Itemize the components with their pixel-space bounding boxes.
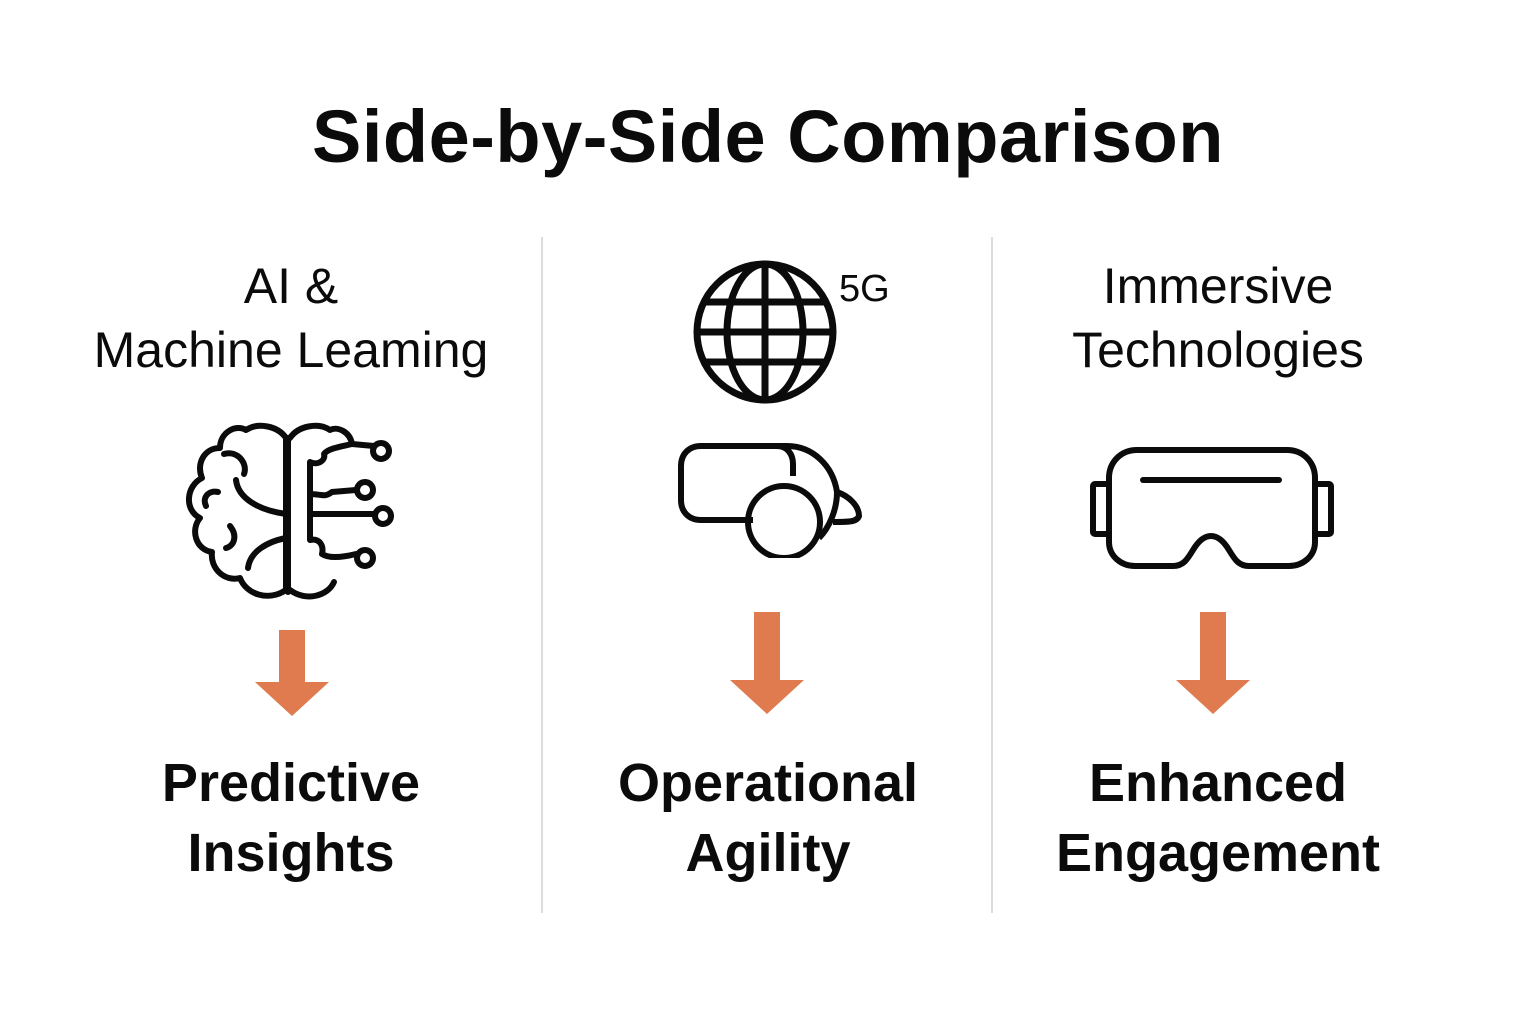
result-line2: Agility <box>685 823 851 883</box>
column-heading-line1: Immersive <box>1102 258 1334 314</box>
column-divider <box>991 237 993 913</box>
column-heading-line2: Technologies <box>1072 322 1364 378</box>
result-line1: Operational <box>617 753 919 813</box>
5g-badge: 5G <box>839 268 890 310</box>
brain-circuit-icon <box>186 422 394 600</box>
arrow-down-icon <box>255 630 329 716</box>
column-ai-ml: AI & Machine Leaming <box>66 0 516 1024</box>
column-heading-line2: Machine Leaming <box>93 322 489 378</box>
vr-goggles-icon <box>1090 447 1334 569</box>
result-line1: Predictive <box>161 753 421 813</box>
column-divider <box>541 237 543 913</box>
result-line2: Insights <box>187 823 395 883</box>
globe-icon <box>693 260 837 404</box>
page-title: Side-by-Side Comparison <box>312 95 1224 178</box>
column-immersive: Immersive Technologies Enhanced Engageme… <box>993 0 1443 1024</box>
arrow-down-icon <box>1176 612 1250 714</box>
result-line2: Engagement <box>1055 823 1381 883</box>
column-heading-line1: AI & <box>243 258 339 314</box>
arrow-down-icon <box>730 612 804 714</box>
column-5g: 5G Operational Agility <box>543 0 993 1024</box>
vr-headset-side-icon <box>678 443 862 558</box>
result-line1: Enhanced <box>1088 753 1348 813</box>
